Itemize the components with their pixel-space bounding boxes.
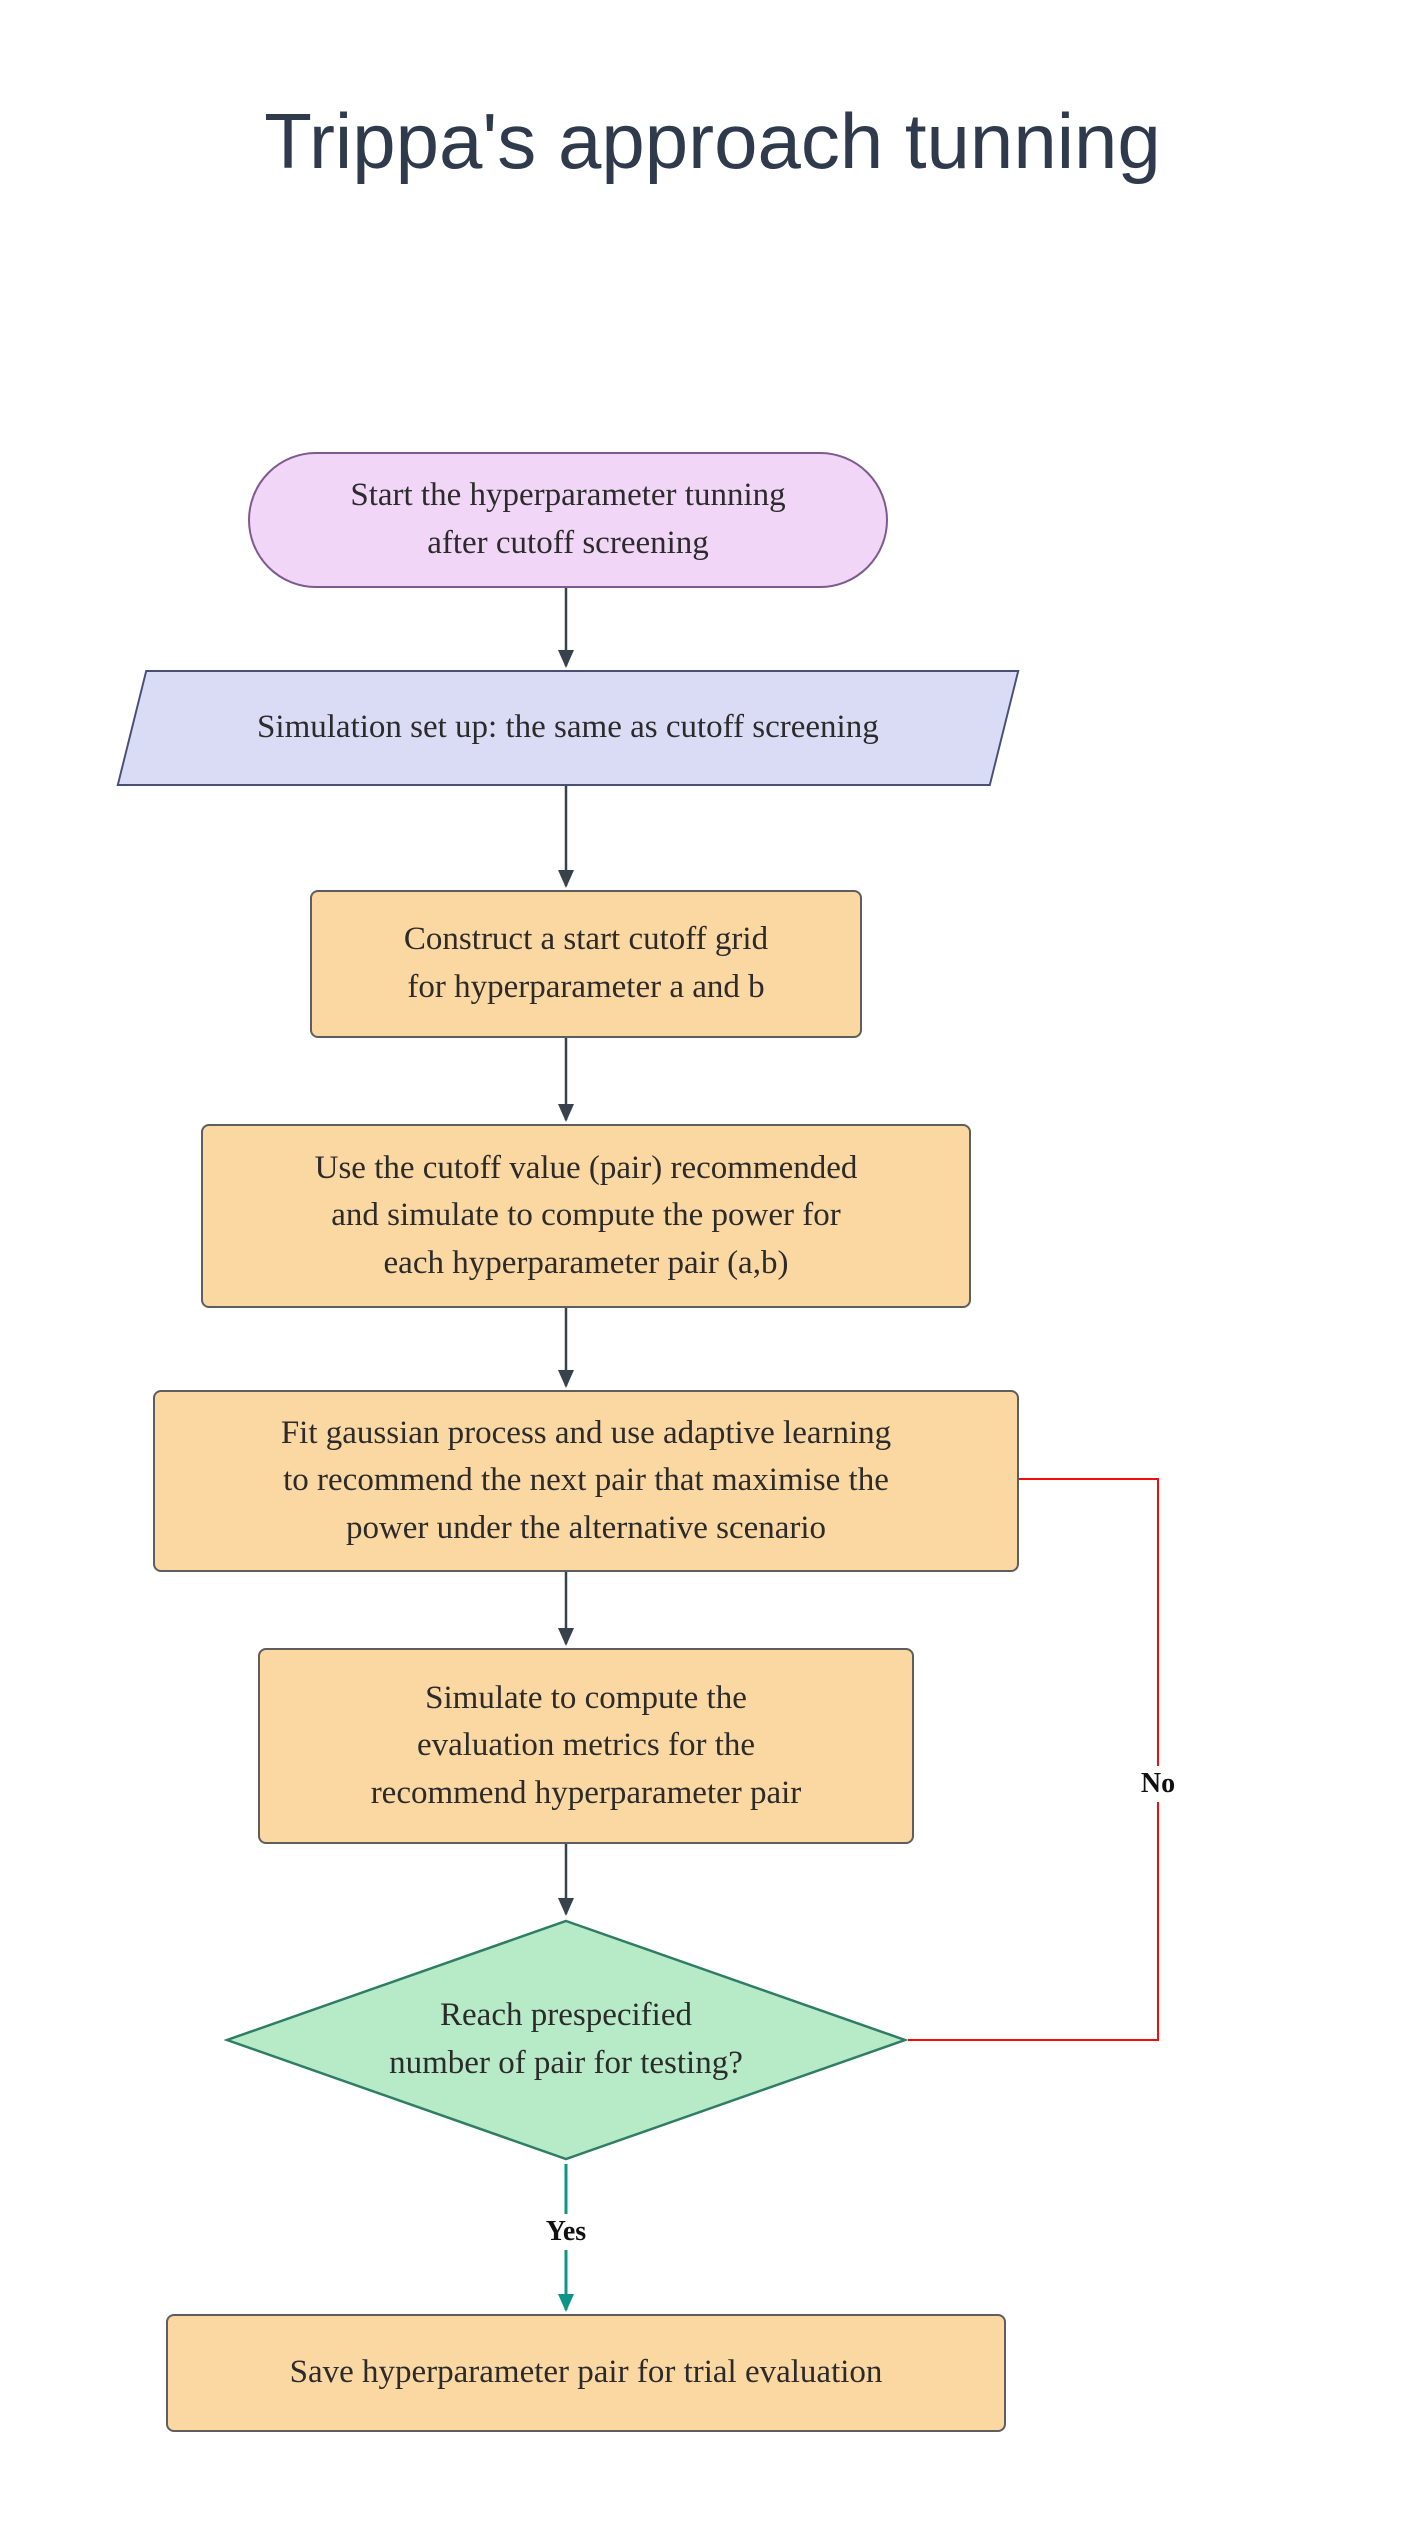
diamond-shape-icon — [224, 1919, 908, 2161]
node-construct-grid: Construct a start cutoff grid for hyperp… — [310, 890, 862, 1038]
node-simulation-setup: Simulation set up: the same as cutoff sc… — [116, 670, 1020, 786]
node-decision-label: Reach prespecified number of pair for te… — [389, 1997, 743, 2081]
node-fit-gaussian-process: Fit gaussian process and use adaptive le… — [153, 1390, 1019, 1572]
node-decision: Reach prespecified number of pair for te… — [224, 1918, 908, 2162]
node-evaluation-metrics: Simulate to compute the evaluation metri… — [258, 1648, 914, 1844]
node-simulate-power: Use the cutoff value (pair) recommended … — [201, 1124, 971, 1308]
diamond-outline — [224, 1919, 908, 2161]
node-start-label: Start the hyperparameter tunning after c… — [350, 477, 786, 561]
node-evaluation-metrics-label: Simulate to compute the evaluation metri… — [370, 1679, 802, 1811]
node-start: Start the hyperparameter tunning after c… — [248, 452, 888, 588]
edge-label-no: No — [1118, 1766, 1198, 1802]
node-construct-grid-label: Construct a start cutoff grid for hyperp… — [403, 921, 769, 1005]
page-title: Trippa's approach tunning — [264, 97, 1161, 185]
node-fit-gaussian-process-label: Fit gaussian process and use adaptive le… — [280, 1414, 892, 1546]
node-simulation-setup-label: Simulation set up: the same as cutoff sc… — [257, 709, 879, 746]
node-simulate-power-label: Use the cutoff value (pair) recommended … — [314, 1149, 858, 1281]
node-save-pair: Save hyperparameter pair for trial evalu… — [166, 2314, 1006, 2432]
edge-label-yes: Yes — [526, 2214, 606, 2250]
node-save-pair-label: Save hyperparameter pair for trial evalu… — [289, 2354, 883, 2391]
